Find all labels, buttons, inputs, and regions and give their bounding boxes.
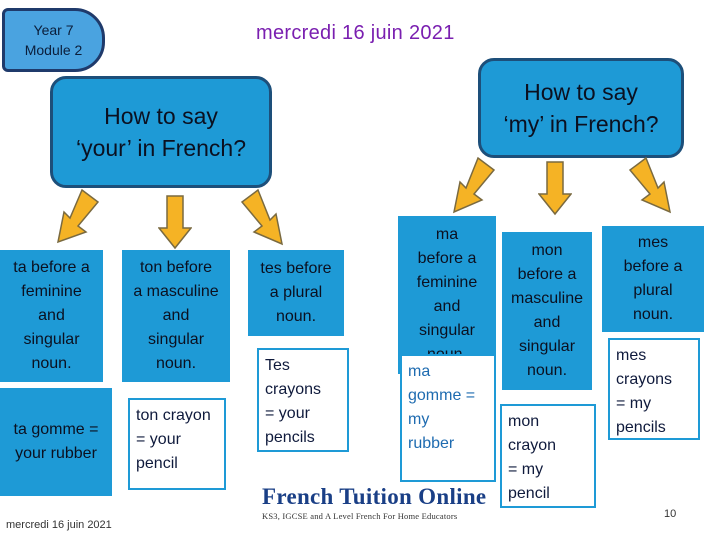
question-my-bubble: How to say ‘my’ in French? — [478, 58, 684, 158]
badge-module: Module 2 — [24, 42, 83, 58]
slide-date: mercredi 16 juin 2021 — [256, 22, 455, 44]
rule-ta: ta before a feminine and singular noun. — [0, 250, 103, 382]
example-ton: ton crayon = your pencil — [128, 398, 226, 490]
page-number: 10 — [664, 508, 677, 520]
rule-ma: ma before a feminine and singular noun. — [398, 216, 496, 374]
logo-subtitle: KS3, IGCSE and A Level French For Home E… — [262, 511, 458, 521]
question-my-line2: ‘my’ in French? — [503, 111, 659, 137]
arrow-down-right-icon — [240, 188, 284, 246]
rule-mon: mon before a masculine and singular noun… — [502, 232, 592, 390]
example-ma: ma gomme = my rubber — [400, 354, 496, 482]
arrow-down-left-icon — [452, 156, 496, 214]
example-mon: mon crayon = my pencil — [500, 404, 596, 508]
arrow-down-icon — [538, 161, 572, 216]
french-tuition-online-logo: French Tuition Online KS3, IGCSE and A L… — [262, 484, 494, 524]
logo-title: French Tuition Online — [262, 484, 487, 509]
question-your-line2: ‘your’ in French? — [75, 135, 247, 161]
example-tes: Tes crayons = your pencils — [257, 348, 349, 452]
arrow-down-icon — [158, 195, 192, 250]
module-badge: Year 7 Module 2 — [2, 8, 105, 72]
arrow-down-right-icon — [628, 156, 672, 214]
question-your-line1: How to say — [104, 103, 218, 129]
rule-ton: ton before a masculine and singular noun… — [122, 250, 230, 382]
question-my-line1: How to say — [524, 79, 638, 105]
example-mes: mes crayons = my pencils — [608, 338, 700, 440]
arrow-down-left-icon — [57, 188, 100, 244]
example-ta: ta gomme = your rubber — [0, 388, 112, 496]
question-your-bubble: How to say ‘your’ in French? — [50, 76, 272, 188]
rule-tes: tes before a plural noun. — [248, 250, 344, 336]
rule-mes: mes before a plural noun. — [602, 226, 704, 332]
footer-date: mercredi 16 juin 2021 — [6, 519, 112, 531]
badge-year: Year 7 — [33, 22, 74, 38]
